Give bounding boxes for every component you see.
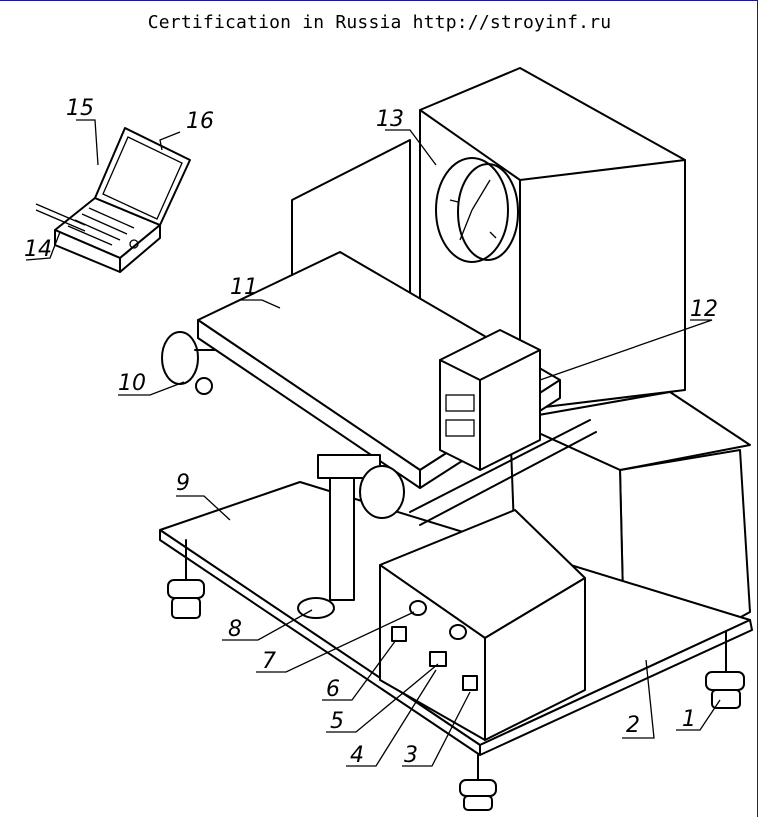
- label-15: 15: [66, 96, 94, 121]
- laptop-computer: [35, 127, 191, 273]
- dial-gauge: [435, 157, 519, 263]
- label-16: 16: [186, 109, 214, 134]
- control-box: [379, 509, 586, 741]
- label-12: 12: [690, 297, 718, 322]
- callout-labels: 15 16 14 13 12 11 10 9 8 7 6 5 4 3 2 1: [24, 96, 718, 768]
- label-4: 4: [350, 743, 364, 768]
- leveling-feet: [167, 539, 745, 811]
- label-14: 14: [24, 237, 52, 262]
- label-11: 11: [230, 275, 258, 300]
- label-13: 13: [376, 107, 404, 132]
- label-3: 3: [404, 743, 418, 768]
- label-1: 1: [682, 707, 696, 732]
- label-9: 9: [176, 471, 190, 496]
- label-8: 8: [228, 617, 242, 642]
- left-handwheel: [161, 331, 216, 395]
- label-7: 7: [262, 649, 276, 674]
- label-6: 6: [326, 677, 340, 702]
- leader-lines: [25, 119, 721, 767]
- label-5: 5: [330, 709, 344, 734]
- label-10: 10: [118, 371, 146, 396]
- source-header: Certification in Russia http://stroyinf.…: [147, 12, 612, 33]
- label-2: 2: [626, 713, 640, 738]
- measuring-head: [409, 329, 597, 526]
- column-support: [297, 454, 405, 619]
